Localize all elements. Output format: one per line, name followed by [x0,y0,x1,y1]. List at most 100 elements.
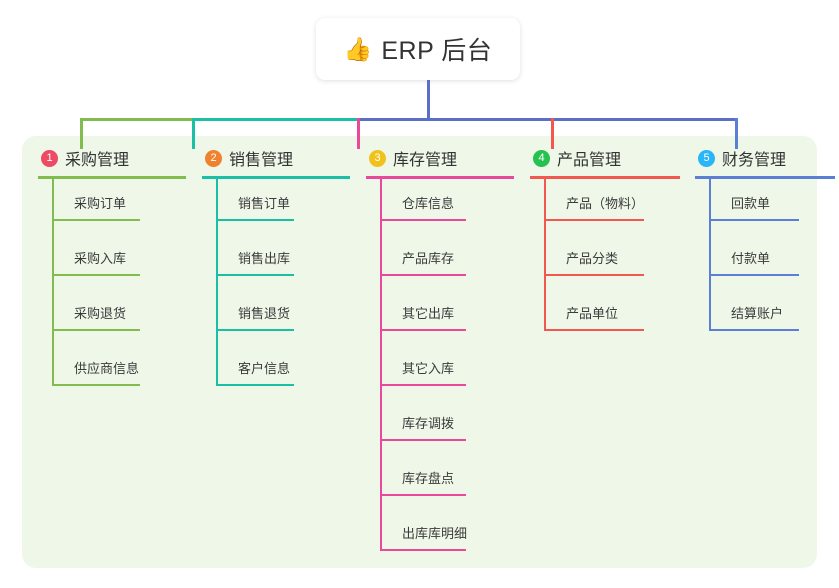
branch-column-5[interactable]: 5 财务管理回款单付款单结算账户 [695,145,835,344]
root-title: ERP 后台 [381,37,493,65]
branch-drop-4 [551,118,554,149]
branch-items: 采购订单采购入库采购退货供应商信息 [52,179,186,399]
branch-title: 财务管理 [722,152,787,169]
branch-item[interactable]: 付款单 [709,234,835,289]
branch-item-label: 付款单 [731,251,771,266]
branch-item-underline [216,329,294,331]
branch-item[interactable]: 销售退货 [216,289,350,344]
branch-item[interactable]: 采购入库 [52,234,186,289]
branch-item-underline [216,219,294,221]
branch-item-label: 产品（物料） [566,196,645,211]
branch-underline [695,176,835,179]
branch-column-3[interactable]: 3 库存管理仓库信息产品库存其它出库其它入库库存调拨库存盘点出库库明细 [366,145,514,564]
branch-item-underline [380,494,466,496]
branch-item-underline [216,274,294,276]
branch-number-badge: 2 [205,149,222,167]
branch-item[interactable]: 销售订单 [216,179,350,234]
branch-item[interactable]: 产品（物料） [544,179,680,234]
branch-number-badge: 4 [533,149,550,167]
branch-item[interactable]: 销售出库 [216,234,350,289]
branch-item-underline [216,384,294,386]
branch-item[interactable]: 结算账户 [709,289,835,344]
branch-title: 采购管理 [65,152,130,169]
branch-item-label: 采购入库 [74,251,127,266]
branch-title: 库存管理 [393,152,458,169]
branch-item-label: 库存调拨 [402,416,455,431]
branch-spine [380,179,382,550]
branch-item-label: 库存盘点 [402,471,455,486]
bus-segment-3 [357,118,737,121]
branch-item[interactable]: 产品分类 [544,234,680,289]
branch-items: 销售订单销售出库销售退货客户信息 [216,179,350,399]
branch-item[interactable]: 库存盘点 [380,454,514,509]
branch-item-underline [52,384,140,386]
branch-item-label: 供应商信息 [74,361,140,376]
branch-item-label: 产品单位 [566,306,619,321]
branch-item-underline [52,274,140,276]
branch-underline [38,176,186,179]
branch-item-label: 回款单 [731,196,771,211]
branch-number-badge: 1 [41,149,58,167]
branch-spine [709,179,711,330]
branch-item-label: 产品库存 [402,251,455,266]
branches-panel [22,136,817,568]
branch-item-label: 产品分类 [566,251,619,266]
branch-number-badge: 3 [369,149,386,167]
branch-item[interactable]: 产品单位 [544,289,680,344]
branch-item[interactable]: 采购退货 [52,289,186,344]
branch-underline [530,176,680,179]
branch-item-label: 采购退货 [74,306,127,321]
branch-item-underline [709,329,799,331]
branch-item[interactable]: 其它出库 [380,289,514,344]
branch-item-underline [380,549,466,551]
branch-item-underline [52,329,140,331]
branch-item-underline [380,384,466,386]
branch-column-4[interactable]: 4 产品管理产品（物料） 产品分类产品单位 [530,145,680,344]
branch-item-underline [544,329,644,331]
branch-drop-1 [80,118,83,149]
branch-item-label: 结算账户 [731,306,784,321]
branch-header-3[interactable]: 3 库存管理 [366,145,514,171]
branch-item[interactable]: 仓库信息 [380,179,514,234]
branch-item-underline [380,274,466,276]
branch-header-1[interactable]: 1 采购管理 [38,145,186,171]
root-trunk-connector [427,80,430,118]
branch-item-label: 销售订单 [238,196,291,211]
branch-item-label: 销售出库 [238,251,291,266]
branch-item[interactable]: 其它入库 [380,344,514,399]
branch-drop-2 [192,118,195,149]
branch-item-label: 仓库信息 [402,196,455,211]
branch-item[interactable]: 产品库存 [380,234,514,289]
branch-item-underline [709,219,799,221]
branch-items: 产品（物料） 产品分类产品单位 [544,179,680,344]
branch-item-label: 出库库明细 [402,526,468,541]
branch-header-4[interactable]: 4 产品管理 [530,145,680,171]
branch-item-underline [709,274,799,276]
branch-number-badge: 5 [698,149,715,167]
branch-spine [216,179,218,385]
branch-item-label: 销售退货 [238,306,291,321]
branch-underline [366,176,514,179]
branch-item-underline [380,439,466,441]
bus-segment-1 [80,118,192,121]
branch-title: 产品管理 [557,152,622,169]
branch-item[interactable]: 库存调拨 [380,399,514,454]
branch-column-1[interactable]: 1 采购管理采购订单采购入库采购退货供应商信息 [38,145,186,399]
branch-header-5[interactable]: 5 财务管理 [695,145,835,171]
branch-spine [52,179,54,385]
branch-item[interactable]: 出库库明细 [380,509,514,564]
branch-item[interactable]: 回款单 [709,179,835,234]
root-node[interactable]: 👍 ERP 后台 [316,18,520,80]
branch-items: 回款单付款单结算账户 [709,179,835,344]
branch-item-underline [380,219,466,221]
branch-item-label: 其它出库 [402,306,455,321]
branch-drop-5 [735,118,738,149]
branch-item-label: 其它入库 [402,361,455,376]
branch-item[interactable]: 供应商信息 [52,344,186,399]
branch-item[interactable]: 采购订单 [52,179,186,234]
branch-item[interactable]: 客户信息 [216,344,350,399]
branch-item-underline [380,329,466,331]
